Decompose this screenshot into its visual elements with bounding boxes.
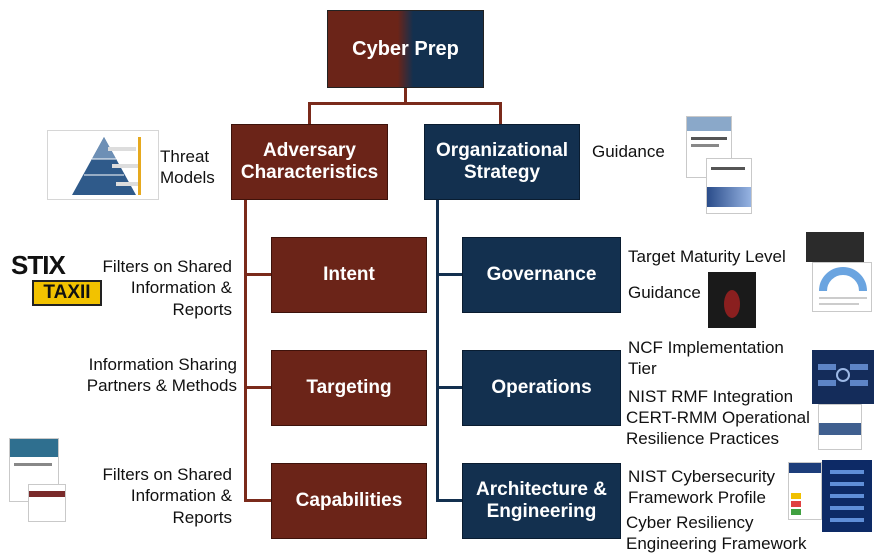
operations-branch (436, 386, 462, 389)
nist-rmf-note: NIST RMF Integration (628, 387, 794, 406)
adversary-box: Adversary Characteristics (231, 124, 388, 200)
organization-drop (499, 102, 502, 126)
stix-logo: STIX (11, 250, 66, 280)
pyramid-thumbnail (47, 130, 159, 200)
adversary-drop (308, 102, 311, 126)
root-box: Cyber Prep (327, 10, 484, 88)
governance-guidance-note: Guidance (628, 283, 701, 302)
taxii-logo: TAXII (32, 280, 102, 306)
adversary-spine (244, 200, 247, 502)
guidance-note: Guidance (592, 142, 665, 161)
ncf-tier-note: NCF Implementation Tier (628, 338, 784, 379)
organization-label: Organizational Strategy (436, 140, 568, 183)
organization-box: Organizational Strategy (424, 124, 580, 200)
targeting-branch (244, 386, 271, 389)
intent-label: Intent (323, 264, 375, 286)
nist-csf-note: NIST Cybersecurity Framework Profile (628, 467, 776, 508)
governance-label: Governance (486, 264, 597, 286)
governance-box: Governance (462, 237, 621, 313)
root-label: Cyber Prep (352, 37, 459, 60)
targeting-label: Targeting (306, 377, 392, 399)
adversary-label: Adversary Characteristics (240, 140, 379, 183)
intent-box: Intent (271, 237, 427, 313)
intent-note: Filters on Shared Information & Reports (102, 257, 232, 319)
root-connector-horizontal (309, 102, 501, 105)
organization-spine (436, 200, 439, 502)
capabilities-box: Capabilities (271, 463, 427, 539)
targeting-note: Information Sharing Partners & Methods (86, 355, 237, 396)
dial-chart-thumbnail (812, 262, 872, 312)
operations-label: Operations (491, 377, 592, 399)
operations-box: Operations (462, 350, 621, 426)
governance-branch (436, 273, 462, 276)
capabilities-label: Capabilities (295, 490, 403, 512)
chart-thumbnail (806, 232, 864, 262)
book-cover-thumbnail (708, 272, 756, 328)
report-cover-thumbnail-3 (28, 484, 66, 522)
capabilities-branch (244, 499, 271, 502)
architecture-label: Architecture & Engineering (476, 479, 607, 522)
report-cover-thumbnail (686, 116, 732, 178)
framework-thumbnail (788, 462, 822, 520)
cyber-resiliency-note: Cyber Resiliency Engineering Framework (626, 513, 807, 554)
intent-branch (244, 273, 271, 276)
target-maturity-note: Target Maturity Level (628, 247, 786, 266)
targeting-box: Targeting (271, 350, 427, 426)
resiliency-framework-thumbnail (822, 460, 872, 532)
capabilities-note: Filters on Shared Information & Reports (102, 465, 232, 527)
cert-rmm-thumbnail (818, 404, 862, 450)
architecture-branch (436, 499, 462, 502)
risk-framework-thumbnail (812, 350, 874, 404)
threat-models-note: Threat Models (160, 147, 215, 188)
root-connector-vertical (404, 88, 407, 104)
architecture-box: Architecture & Engineering (462, 463, 621, 539)
report-cover-thumbnail-2 (706, 158, 752, 214)
cert-rmm-note: CERT-RMM Operational Resilience Practice… (626, 408, 810, 449)
